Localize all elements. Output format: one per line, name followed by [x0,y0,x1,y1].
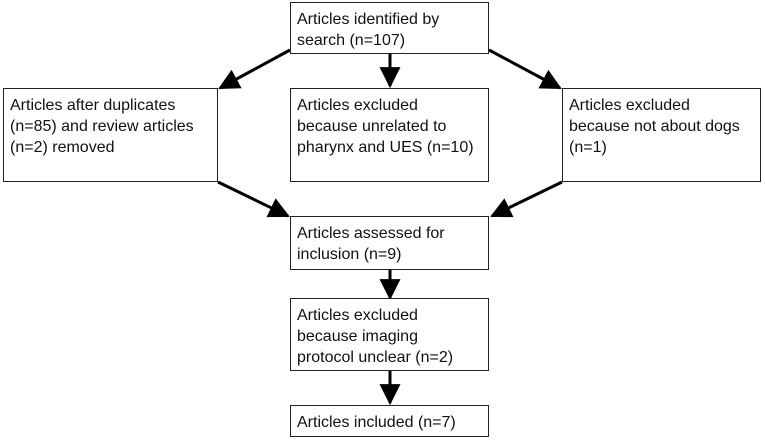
included-box: Articles included (n=7) [290,405,489,437]
excluded-not-dogs-box: Articles excluded because not about dogs… [562,88,761,182]
arrow-identified-to-after-duplicates [218,48,291,90]
after-duplicates-box: Articles after duplicates (n=85) and rev… [3,88,218,182]
assessed-box: Articles assessed for inclusion (n=9) [290,216,489,270]
arrow-identified-to-excluded-not-dogs [488,48,562,90]
excluded-imaging-box: Articles excluded because imaging protoc… [290,298,489,371]
arrow-excluded-not-dogs-to-assessed [490,180,563,218]
excluded-unrelated-box: Articles excluded because unrelated to p… [290,88,489,182]
arrow-after-duplicates-to-assessed [217,180,290,218]
identified-box: Articles identified by search (n=107) [290,2,489,54]
